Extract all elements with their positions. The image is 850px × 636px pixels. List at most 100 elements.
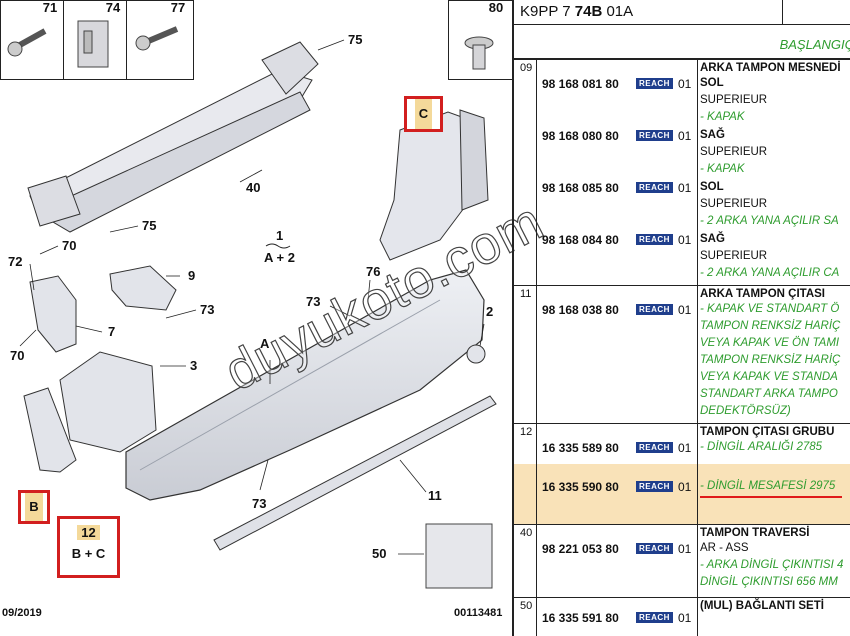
group-12-sub: B + C xyxy=(71,546,106,561)
group-title: ARKA TAMPON MESNEDİ xyxy=(700,62,841,74)
column-separator xyxy=(697,59,698,285)
parts-group-row: 50 (MUL) BAĞLANTI SETİ 16 335 591 80 REACH 0… xyxy=(514,597,850,636)
part-number[interactable]: 16 335 591 80 xyxy=(542,611,619,625)
header-prefix: K9PP 7 xyxy=(520,3,575,20)
label-70-top: 70 xyxy=(62,238,76,253)
parts-subheader: BAŞLANGIÇ xyxy=(514,25,850,60)
callout-b-label: B xyxy=(25,493,43,521)
part-description-line: VEYA KAPAK VE STANDA xyxy=(700,371,838,383)
label-3: 3 xyxy=(190,358,197,373)
diagram-date: 09/2019 xyxy=(2,607,42,619)
part-description-line: SAĞ xyxy=(700,129,725,141)
part-number[interactable]: 98 168 084 80 xyxy=(542,233,619,247)
screw-71-icon xyxy=(7,28,47,57)
quantity: 01 xyxy=(678,77,692,91)
part-number[interactable]: 98 168 080 80 xyxy=(542,129,619,143)
bracket-7-part xyxy=(29,275,77,353)
fastener-set-50-part xyxy=(425,523,493,589)
quantity: 01 xyxy=(678,542,692,556)
reach-badge: REACH xyxy=(636,304,673,315)
part-description-line: SOL xyxy=(700,77,724,89)
highlight-underline xyxy=(700,496,842,498)
quantity: 01 xyxy=(678,233,692,247)
part-description-line: SAĞ xyxy=(700,233,725,245)
header-separator xyxy=(782,0,783,24)
part-description-line: DİNGİL ÇIKINTISI 656 MM xyxy=(700,576,838,588)
label-73-bottom: 73 xyxy=(252,496,266,511)
part-description-line: AR - ASS xyxy=(700,542,749,554)
quantity: 01 xyxy=(678,129,692,143)
column-separator xyxy=(697,524,698,597)
group-title: (MUL) BAĞLANTI SETİ xyxy=(700,600,824,612)
callout-c-label: C xyxy=(414,99,433,129)
group-ref-number: 40 xyxy=(520,527,533,539)
part-description-line: - DİNGİL MESAFESİ 2975 xyxy=(700,480,836,492)
rear-bumper-part xyxy=(125,269,485,501)
header-suffix: 01A xyxy=(602,3,634,20)
reach-badge: REACH xyxy=(636,130,673,141)
part-description-line: - DİNGİL ARALIĞI 2785 xyxy=(700,441,823,453)
reach-badge: REACH xyxy=(636,543,673,554)
column-separator xyxy=(697,423,698,464)
quantity: 01 xyxy=(678,611,692,625)
reach-badge: REACH xyxy=(636,612,673,623)
quantity: 01 xyxy=(678,181,692,195)
part-description-line: SUPERIEUR xyxy=(700,94,768,106)
part-number[interactable]: 16 335 590 80 xyxy=(542,480,619,494)
quantity: 01 xyxy=(678,441,692,455)
fastener-box-71: 71 xyxy=(0,0,64,80)
part-description-line: - KAPAK xyxy=(700,111,745,123)
box-label-74: 74 xyxy=(105,0,121,15)
part-number[interactable]: 98 168 085 80 xyxy=(542,181,619,195)
reach-badge: REACH xyxy=(636,442,673,453)
quantity: 01 xyxy=(678,303,692,317)
parts-diagram: 75 40 75 70 72 70 7 9 73 3 76 73 2 A 73 … xyxy=(0,0,514,619)
part-number[interactable]: 98 168 038 80 xyxy=(542,303,619,317)
part-description-line: - 2 ARKA YANA AÇILIR SA xyxy=(700,215,839,227)
column-separator xyxy=(697,597,698,636)
column-separator xyxy=(536,59,537,285)
column-separator xyxy=(536,285,537,423)
label-a: A xyxy=(260,336,270,351)
reach-badge: REACH xyxy=(636,481,673,492)
column-separator xyxy=(536,524,537,597)
bolt-77-icon xyxy=(135,26,179,51)
push-clip-80-icon xyxy=(464,36,494,70)
part-number[interactable]: 16 335 589 80 xyxy=(542,441,619,455)
group-1-brace xyxy=(265,243,291,249)
part-description-line: - KAPAK xyxy=(700,163,745,175)
reach-badge: REACH xyxy=(636,234,673,245)
upper-bracket-part xyxy=(379,109,489,261)
callout-b: B xyxy=(18,490,50,524)
part-number[interactable]: 98 221 053 80 xyxy=(542,542,619,556)
label-75-top: 75 xyxy=(348,32,362,47)
part-description-line: SUPERIEUR xyxy=(700,198,768,210)
part-description-line: VEYA KAPAK VE ÖN TAMI xyxy=(700,337,840,349)
box-label-71: 71 xyxy=(42,0,58,15)
part-number[interactable]: 98 168 081 80 xyxy=(542,77,619,91)
part-description-line: STANDART ARKA TAMPO xyxy=(700,388,838,400)
label-75-mid: 75 xyxy=(142,218,156,233)
group-ref-number: 50 xyxy=(520,600,533,612)
part-description-line: SOL xyxy=(700,181,724,193)
exploded-view-drawing: 75 40 75 70 72 70 7 9 73 3 76 73 2 A 73 … xyxy=(8,32,497,589)
label-9: 9 xyxy=(188,268,195,283)
label-76: 76 xyxy=(366,264,380,279)
label-50: 50 xyxy=(372,546,386,561)
clip-74-icon xyxy=(77,20,109,68)
bumper-crease-line xyxy=(139,299,441,471)
leader-lines xyxy=(19,39,485,555)
column-separator xyxy=(697,285,698,423)
diagram-doc-number: 00113481 xyxy=(454,607,503,619)
subheader-label: BAŞLANGIÇ xyxy=(779,37,850,52)
group-title: ARKA TAMPON ÇITASI xyxy=(700,288,826,300)
callout-group-12: 12 B + C xyxy=(57,516,120,578)
part-description-line: TAMPON RENKSİZ HARİÇ xyxy=(700,354,841,366)
column-separator xyxy=(697,464,698,524)
label-73-mid: 73 xyxy=(306,294,320,309)
